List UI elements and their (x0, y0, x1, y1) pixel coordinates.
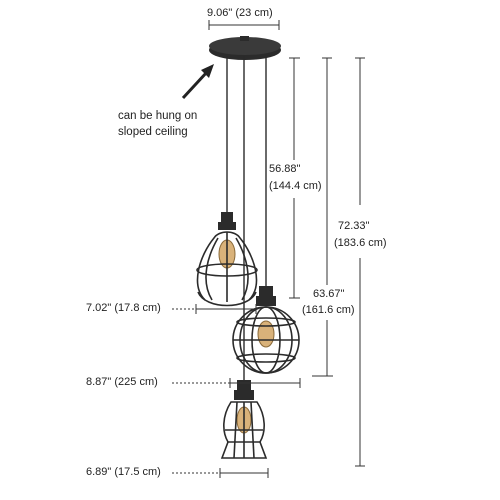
sloped-ceiling-note-line2: sloped ceiling (118, 126, 188, 138)
pendant-bell-cage (220, 380, 268, 459)
arrow-icon (181, 64, 214, 100)
shade-width-ticks (195, 304, 301, 478)
pendant-top-cage (196, 212, 258, 307)
shade-top-width-label: 7.02" (17.8 cm) (86, 302, 161, 314)
dimension-long-cm: (183.6 cm) (334, 237, 387, 249)
dimension-long-inches: 72.33" (338, 220, 370, 232)
dimension-mid-cm: (161.6 cm) (302, 304, 355, 316)
pendant-globe-cage (232, 286, 300, 374)
dimension-line-mid (312, 57, 333, 377)
ceiling-canopy (209, 36, 281, 60)
shade-bottom-width-label: 6.89" (17.5 cm) (86, 466, 161, 478)
hanging-cords (226, 56, 267, 380)
canopy-width-dimension (208, 20, 280, 30)
shade-mid-width-label: 8.87" (225 cm) (86, 376, 158, 388)
canopy-width-label: 9.06" (23 cm) (207, 7, 273, 19)
shade-width-dimensions (172, 308, 230, 474)
dimension-mid-inches: 63.67" (313, 288, 345, 300)
dimension-short-cm: (144.4 cm) (269, 180, 322, 192)
sloped-ceiling-note-line1: can be hung on (118, 110, 198, 122)
dimension-line-long (355, 57, 365, 467)
dimension-line-short (289, 57, 300, 299)
dimension-short-inches: 56.88" (269, 163, 301, 175)
